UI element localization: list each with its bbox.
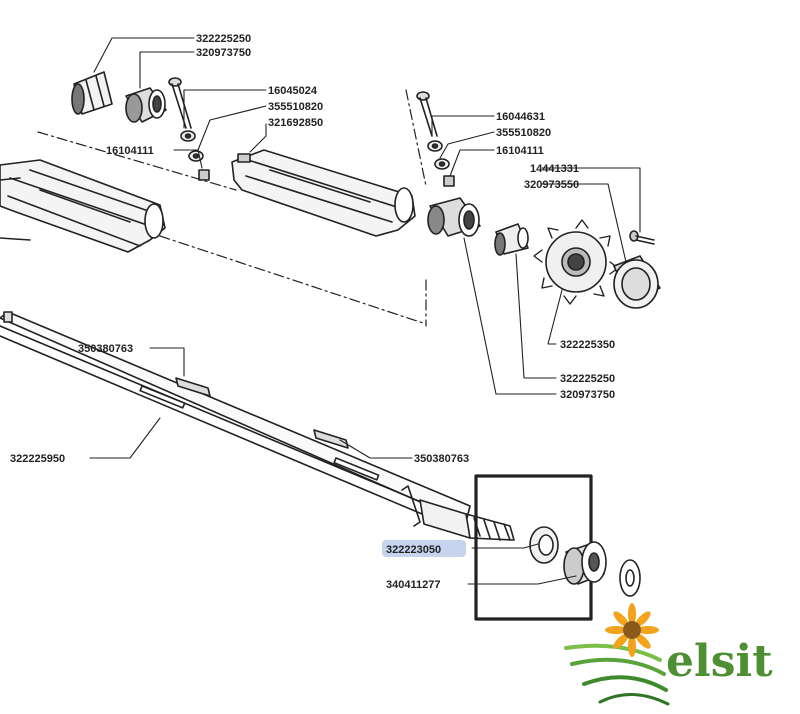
part-number-label: 322225950 (10, 453, 65, 465)
part-number-label: 350380763 (78, 343, 133, 355)
bushing-right (427, 197, 481, 237)
washer-outside (619, 559, 641, 597)
logo-text: elsit (666, 636, 773, 687)
label-highlight (382, 540, 466, 557)
part-number-label: 16104111 (496, 145, 544, 157)
guide-rail-right (231, 149, 416, 237)
part-number-label: 16045024 (268, 85, 318, 97)
part-labels: 322225250 320973750 16045024 355510820 3… (10, 33, 615, 591)
part-number-label: 322225250 (196, 33, 251, 45)
part-number-label: 16104111 (106, 145, 154, 157)
bearing-small (494, 223, 529, 256)
sunflower-icon (605, 603, 659, 657)
part-number-label: 355510820 (268, 101, 323, 113)
key-upper (175, 377, 211, 397)
screw-small (629, 230, 655, 245)
part-number-label: 320973550 (524, 179, 579, 191)
bolt-upper (168, 77, 210, 181)
part-number-label: 355510820 (496, 127, 551, 139)
part-number-label: 321692850 (268, 117, 323, 129)
key-lower (313, 429, 349, 449)
bushing-upper-left (125, 87, 167, 123)
part-number-label: 16044631 (496, 111, 545, 123)
part-number-label: 320973750 (560, 389, 615, 401)
guide-rail-left (0, 159, 166, 253)
spacer-ring (529, 526, 559, 564)
sprocket (533, 219, 619, 305)
part-number-label: 340411277 (386, 579, 440, 591)
ball-bearing (563, 541, 607, 585)
elsit-logo: elsit (564, 603, 773, 706)
bearing-upper-left (71, 71, 113, 115)
part-number-label: 350380763 (414, 453, 469, 465)
part-number-label: 322223050 (386, 544, 441, 556)
part-number-label: 322225350 (560, 339, 615, 351)
part-number-label: 322225250 (560, 373, 615, 385)
part-number-label: 14441331 (530, 163, 579, 175)
part-number-label: 320973750 (196, 47, 251, 59)
end-cap (613, 255, 661, 309)
